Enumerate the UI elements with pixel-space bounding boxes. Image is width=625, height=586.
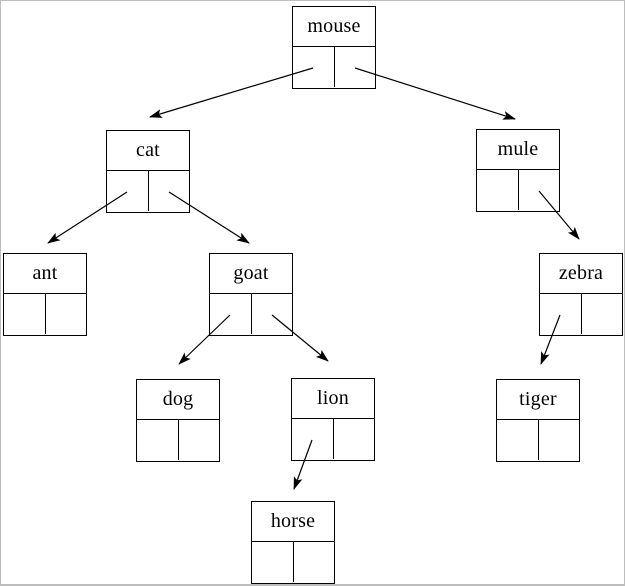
tree-node-cat: cat bbox=[106, 130, 190, 213]
pointer-cells bbox=[497, 420, 579, 460]
right-pointer-cell bbox=[582, 294, 623, 334]
left-pointer-cell bbox=[293, 47, 335, 87]
tree-node-zebra: zebra bbox=[539, 253, 623, 336]
edge-cat-right-goat bbox=[168, 191, 250, 244]
node-label: cat bbox=[107, 131, 189, 171]
edge-mouse-left-cat bbox=[149, 67, 314, 118]
edge-goat-right-lion bbox=[271, 314, 329, 362]
right-pointer-cell bbox=[539, 420, 580, 460]
node-label: dog bbox=[137, 380, 219, 420]
right-pointer-cell bbox=[149, 171, 190, 211]
pointer-cells bbox=[252, 542, 334, 582]
left-pointer-cell bbox=[210, 294, 252, 334]
pointer-cells bbox=[293, 47, 375, 87]
left-pointer-cell bbox=[497, 420, 539, 460]
left-pointer-cell bbox=[292, 419, 334, 459]
left-pointer-cell bbox=[252, 542, 294, 582]
right-pointer-cell bbox=[46, 294, 87, 334]
node-label: tiger bbox=[497, 380, 579, 420]
tree-node-lion: lion bbox=[291, 378, 375, 461]
pointer-cells bbox=[210, 294, 292, 334]
pointer-cells bbox=[137, 420, 219, 460]
tree-node-ant: ant bbox=[3, 253, 87, 336]
pointer-cells bbox=[540, 294, 622, 334]
left-pointer-cell bbox=[4, 294, 46, 334]
node-label: mouse bbox=[293, 7, 375, 47]
node-label: mule bbox=[477, 130, 559, 170]
pointer-cells bbox=[477, 170, 559, 210]
node-label: ant bbox=[4, 254, 86, 294]
left-pointer-cell bbox=[477, 170, 519, 210]
left-pointer-cell bbox=[107, 171, 149, 211]
pointer-cells bbox=[4, 294, 86, 334]
edge-cat-left-ant bbox=[47, 191, 128, 244]
tree-node-mule: mule bbox=[476, 129, 560, 212]
pointer-cells bbox=[107, 171, 189, 211]
pointer-cells bbox=[292, 419, 374, 459]
tree-node-dog: dog bbox=[136, 379, 220, 462]
right-pointer-cell bbox=[519, 170, 560, 210]
right-pointer-cell bbox=[334, 419, 375, 459]
node-label: horse bbox=[252, 502, 334, 542]
right-pointer-cell bbox=[252, 294, 293, 334]
edge-goat-left-dog bbox=[178, 314, 231, 365]
left-pointer-cell bbox=[540, 294, 582, 334]
left-pointer-cell bbox=[137, 420, 179, 460]
tree-node-tiger: tiger bbox=[496, 379, 580, 462]
edge-mouse-right-mule bbox=[354, 67, 516, 120]
tree-node-horse: horse bbox=[251, 501, 335, 584]
edge-mule-right-zebra bbox=[538, 190, 580, 240]
right-pointer-cell bbox=[335, 47, 376, 87]
tree-node-mouse: mouse bbox=[292, 6, 376, 89]
edge-zebra-left-tiger bbox=[540, 314, 561, 365]
node-label: goat bbox=[210, 254, 292, 294]
tree-node-goat: goat bbox=[209, 253, 293, 336]
node-label: zebra bbox=[540, 254, 622, 294]
node-label: lion bbox=[292, 379, 374, 419]
edge-lion-left-horse bbox=[293, 439, 313, 490]
right-pointer-cell bbox=[179, 420, 220, 460]
right-pointer-cell bbox=[294, 542, 335, 582]
